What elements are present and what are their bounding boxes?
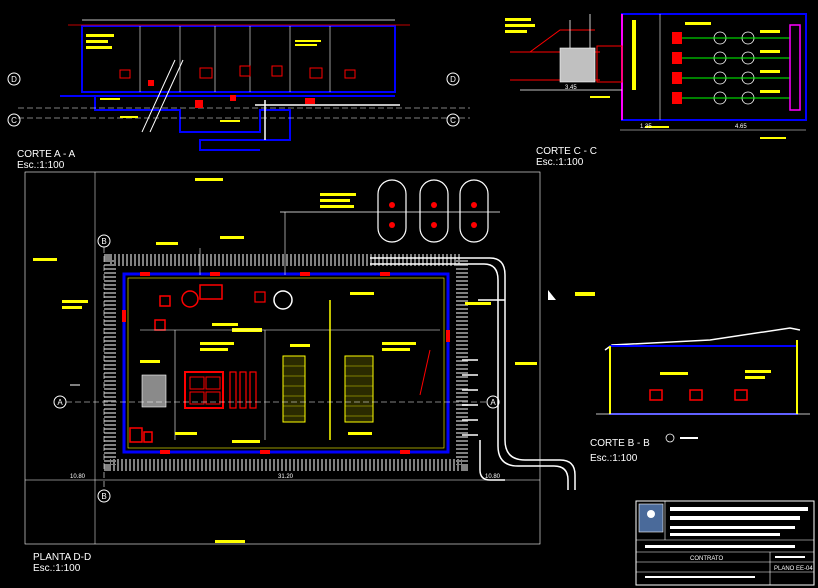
corte-aa-markers: D C D C: [7, 72, 460, 127]
planta-dd-section: B B A A 10.80 31.20 10.80: [24, 171, 595, 574]
tank-2: [419, 179, 449, 243]
corte-bb-section: CORTE B - B Esc.:1:100: [590, 327, 810, 464]
dim-plan-left: 10.80: [70, 474, 86, 480]
site-boundary: [24, 171, 541, 545]
corte-aa-outline: [81, 25, 396, 93]
rack-grid-1: [282, 355, 306, 423]
corte-cc-title: CORTE C - C: [536, 146, 597, 157]
marker-c-left: [7, 113, 21, 127]
building-wall: [122, 272, 450, 454]
perimeter-hatch: [104, 254, 468, 471]
planta-dd-scale: Esc.:1:100: [33, 563, 81, 574]
marker-d-left-label: D: [11, 75, 17, 84]
marker-b-bottom: [97, 489, 111, 503]
tank-3: [459, 179, 489, 243]
dim-plan-width: 31.20: [278, 474, 294, 480]
corte-aa-scale: Esc.:1:100: [17, 160, 65, 171]
corte-cc-dim-a: 3.45: [565, 85, 577, 91]
marker-d-right: [446, 72, 460, 86]
marker-a-right: [486, 395, 500, 409]
corte-aa-pit: [60, 95, 395, 151]
title-block-plano: PLANO EE-04: [774, 566, 813, 572]
rack-grids: [282, 355, 374, 423]
corte-cc-building: [621, 13, 807, 121]
marker-c-right-label: C: [450, 116, 456, 125]
marker-a-right-label: A: [490, 398, 496, 407]
marker-d-left: [7, 72, 21, 86]
corte-cc-dim-c: 1.35: [640, 124, 652, 130]
dim-plan-right: 10.80: [485, 474, 501, 480]
rack-grid-2: [344, 355, 374, 423]
marker-c-left-label: C: [11, 116, 17, 125]
tanks: [377, 179, 489, 243]
grey-cabinet: [141, 374, 167, 408]
marker-b-top-label: B: [101, 237, 106, 246]
planta-dd-title: PLANTA D-D: [33, 552, 91, 563]
corte-cc-scale: Esc.:1:100: [536, 157, 584, 168]
planta-equipment: [129, 284, 293, 443]
marker-d-right-label: D: [450, 75, 456, 84]
corte-bb-scale: Esc.:1:100: [590, 453, 638, 464]
external-piping: [370, 257, 576, 490]
marker-c-right: [446, 113, 460, 127]
corte-cc-equipment: [632, 20, 801, 111]
corte-cc-dim-b: 4.65: [735, 124, 747, 130]
corte-bb-building: [609, 345, 798, 415]
corte-bb-title: CORTE B - B: [590, 438, 650, 449]
corte-aa-section: D C D C CORTE A - A Esc.:1:100: [7, 19, 470, 171]
title-block-frame: [635, 500, 815, 586]
corte-aa-title: CORTE A - A: [17, 149, 75, 160]
title-block-contrato: CONTRATO: [690, 556, 723, 562]
tank-1: [377, 179, 407, 243]
marker-b-bottom-label: B: [101, 492, 106, 501]
marker-a-left-label: A: [57, 398, 63, 407]
transformer-unit: [184, 371, 224, 409]
title-block: CONTRATO PLANO EE-04: [635, 500, 815, 586]
corte-cc-section: 1.35 4.65 3.45 CORTE C - C Esc.:1:100: [505, 13, 807, 168]
